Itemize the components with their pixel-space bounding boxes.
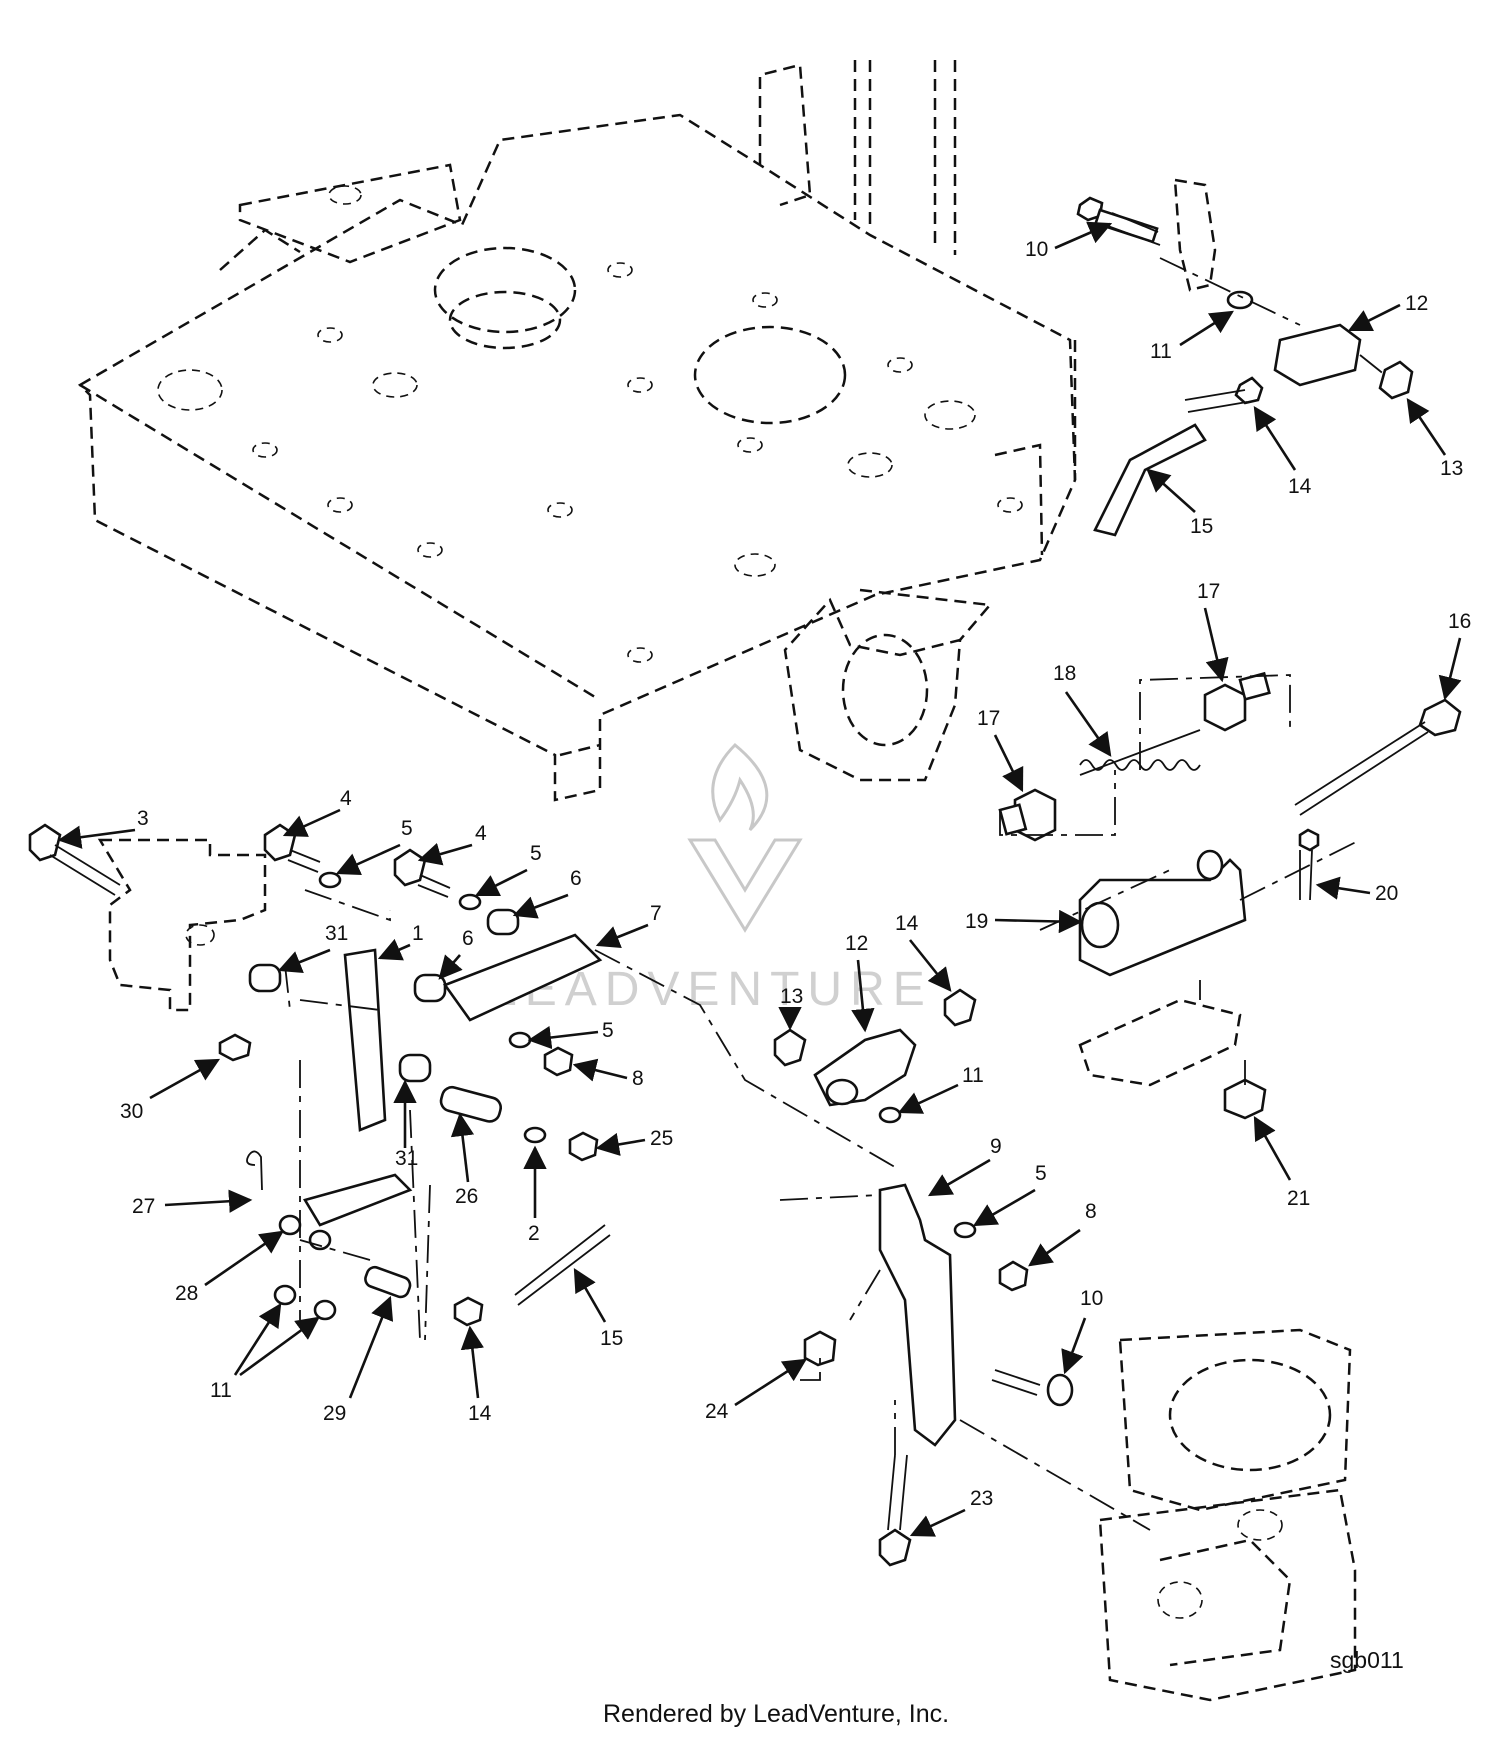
callout-14a: 14 xyxy=(1288,475,1312,498)
connection-lines xyxy=(284,257,1386,1531)
callout-27: 27 xyxy=(132,1195,155,1218)
callout-24: 24 xyxy=(705,1400,729,1423)
upper-linkage xyxy=(1076,178,1414,537)
callout-5a: 5 xyxy=(401,817,413,840)
callout-labels: 10 11 12 13 14 15 17 18 16 17 20 19 21 3… xyxy=(57,221,1471,1537)
callout-13b: 13 xyxy=(780,985,803,1008)
callout-14b: 14 xyxy=(468,1402,492,1425)
callout-6b: 6 xyxy=(462,927,474,950)
callout-5c: 5 xyxy=(602,1019,614,1042)
callout-21: 21 xyxy=(1287,1187,1310,1210)
callout-15a: 15 xyxy=(1190,515,1213,538)
callout-8a: 8 xyxy=(632,1067,644,1090)
callout-17a: 17 xyxy=(1197,580,1220,603)
callout-11b: 11 xyxy=(210,1379,232,1402)
callout-31a: 31 xyxy=(325,922,348,945)
callout-6a: 6 xyxy=(570,867,582,890)
callout-23: 23 xyxy=(970,1487,993,1510)
callout-13a: 13 xyxy=(1440,457,1463,480)
callout-26: 26 xyxy=(455,1185,478,1208)
callout-12a: 12 xyxy=(1405,292,1428,315)
callout-12b: 12 xyxy=(845,932,868,955)
callout-3: 3 xyxy=(137,807,149,830)
callout-11a: 11 xyxy=(1150,340,1172,363)
flange-hole xyxy=(185,924,215,946)
callout-5d: 5 xyxy=(1035,1162,1047,1185)
callout-9: 9 xyxy=(990,1135,1002,1158)
callout-15b: 15 xyxy=(600,1327,623,1350)
callout-18: 18 xyxy=(1053,662,1076,685)
callout-10a: 10 xyxy=(1025,238,1048,261)
callout-29: 29 xyxy=(323,1402,346,1425)
callout-25: 25 xyxy=(650,1127,673,1150)
callout-19: 19 xyxy=(965,910,988,933)
callout-7: 7 xyxy=(650,902,662,925)
drawing-code: sgb011 xyxy=(1330,1647,1404,1673)
callout-5b: 5 xyxy=(530,842,542,865)
callout-20: 20 xyxy=(1375,882,1398,905)
hydrostatic-pump xyxy=(1098,1328,1357,1702)
callout-17b: 17 xyxy=(977,707,1000,730)
mounting-flange xyxy=(97,838,267,1012)
callout-1: 1 xyxy=(412,922,424,945)
callout-31b: 31 xyxy=(395,1147,418,1170)
callout-16: 16 xyxy=(1448,610,1471,633)
callout-30: 30 xyxy=(120,1100,143,1123)
callout-4b: 4 xyxy=(475,822,487,845)
tractor-frame xyxy=(77,60,1077,802)
callout-4a: 4 xyxy=(340,787,352,810)
callout-11c: 11 xyxy=(962,1064,984,1087)
callout-8b: 8 xyxy=(1085,1200,1097,1223)
callout-10b: 10 xyxy=(1080,1287,1103,1310)
callout-2: 2 xyxy=(528,1222,540,1245)
callout-28: 28 xyxy=(175,1282,198,1305)
callout-14c: 14 xyxy=(895,912,919,935)
footer-credit: Rendered by LeadVenture, Inc. xyxy=(603,1700,949,1728)
center-linkage xyxy=(773,988,1074,1567)
left-linkage xyxy=(28,823,611,1327)
